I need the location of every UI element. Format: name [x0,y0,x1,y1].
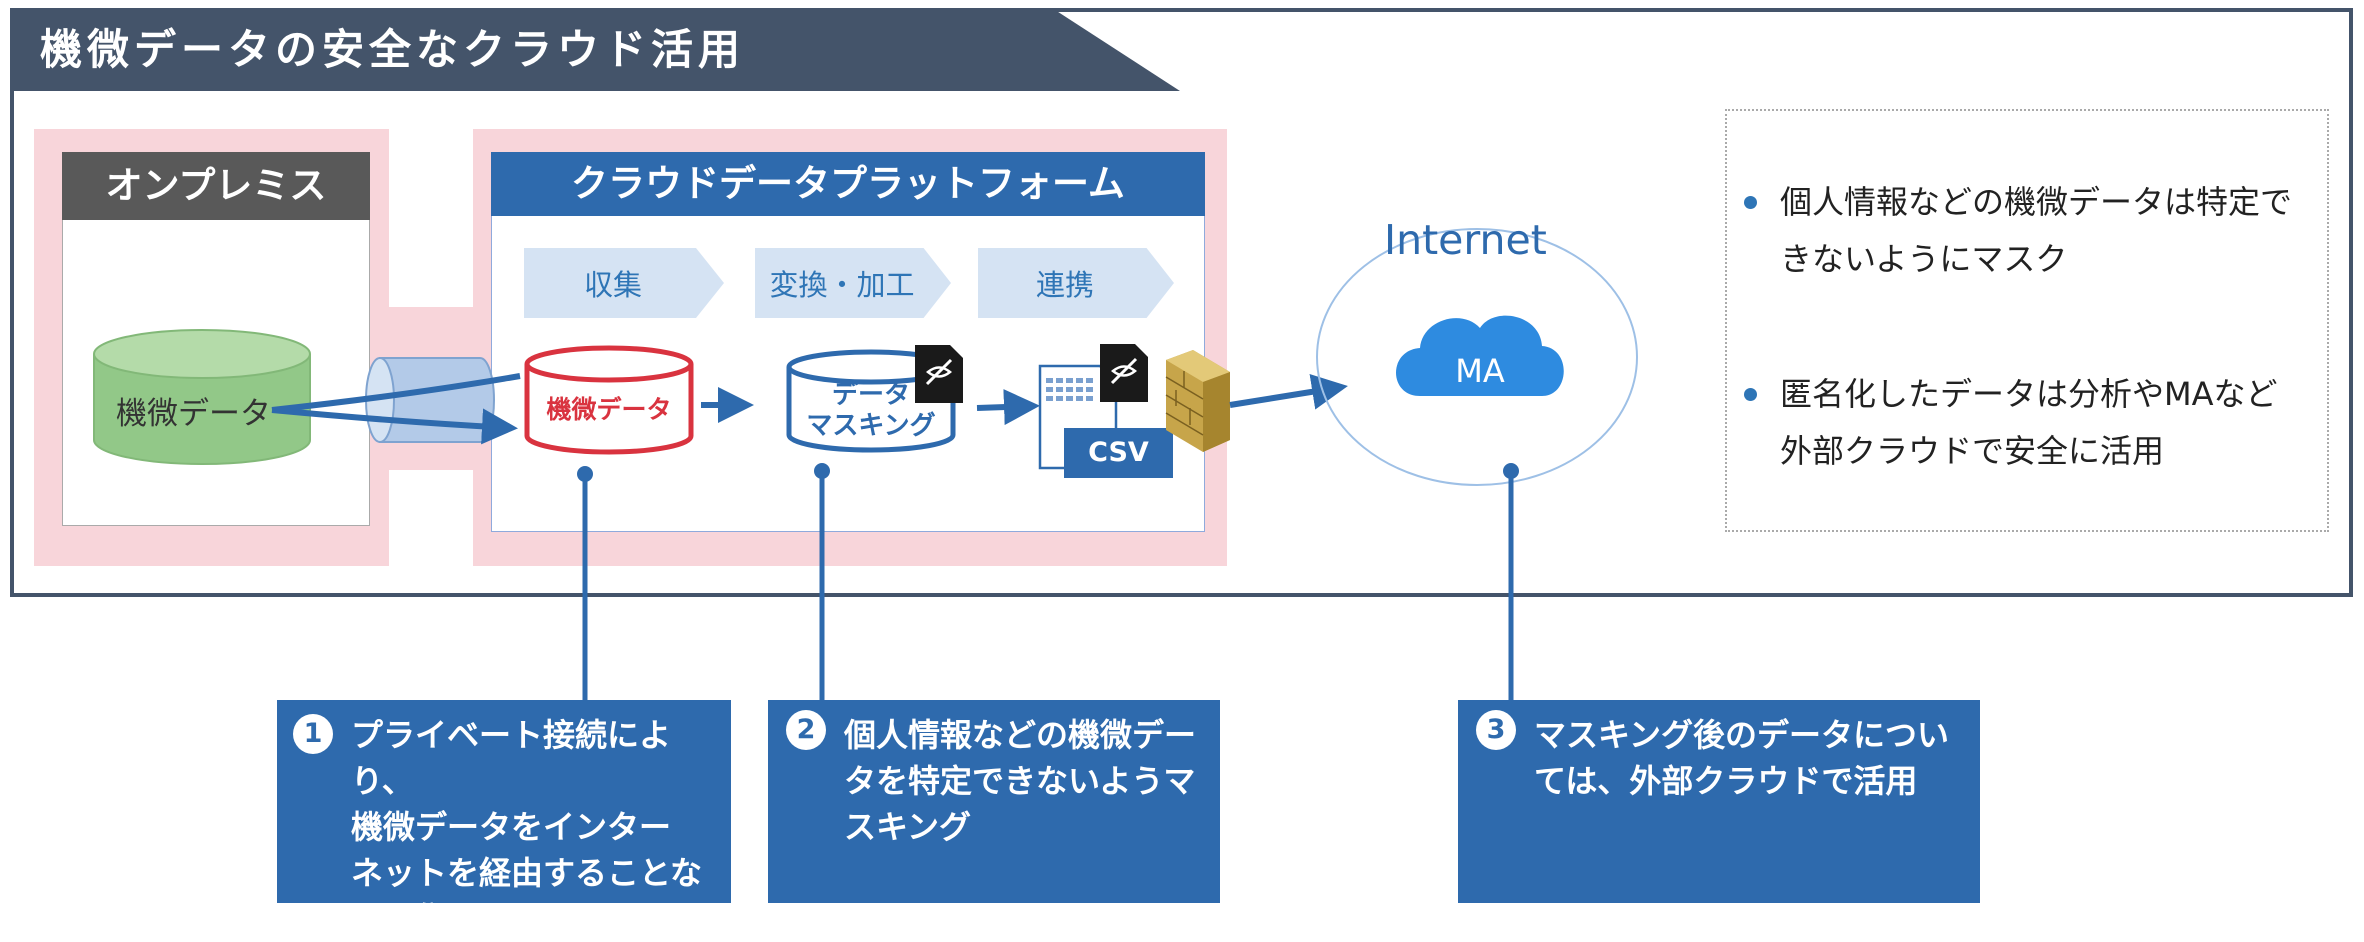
csv-badge [1064,428,1173,478]
internet-boundary [1316,228,1638,486]
firewall-icon [1165,350,1230,452]
onprem-header: オンプレミス [62,152,370,220]
bullet-dot-1 [1744,196,1757,209]
hide-csv-icon [1100,344,1148,402]
connector-dot-1 [577,466,593,482]
sensitive-db-label: 機微データ [546,395,672,424]
cloud-icon [1396,315,1564,396]
callout-3: 3 マスキング後のデータについ ては、外部クラウドで活用 [1458,700,1980,903]
step-collect: 収集 [524,248,724,318]
cloud-header: クラウドデータプラットフォーム [491,152,1205,216]
page-title: 機微データの安全なクラウド活用 [40,25,746,74]
sensitive-database-icon [524,345,694,455]
ma-label: MA [1455,352,1505,390]
note-2: 匿名化したデータは分析やMAなど 外部クラウドで安全に活用 [1780,375,2278,470]
collect-arrow-upper [271,373,521,413]
onprem-database-icon [93,329,311,465]
collect-arrow-lower [271,407,518,445]
callout-text-1: プライベート接続により、 機微データをインター ネットを経由することな く収集 [351,716,703,938]
csv-label: CSV [1088,437,1149,468]
private-tunnel-icon [365,357,495,443]
bullet-dot-2 [1744,388,1757,401]
callout-2: 2 個人情報などの機微デー タを特定できないようマ スキング [768,700,1220,903]
callout-1: 1 プライベート接続により、 機微データをインター ネットを経由することな く収… [277,700,731,938]
step-transform: 変換・加工 [755,248,951,318]
integrate-arrow [976,389,1040,426]
connector-dot-2 [814,463,830,479]
note-1: 個人情報などの機微データは特定で きないようにマスク [1780,183,2293,278]
connector-dot-3 [1503,463,1519,479]
hide-document-icon [915,345,963,403]
onprem-db-label: 機微データ [116,396,271,432]
masking-db-label: データ マスキング [806,380,936,441]
callout-text-3: マスキング後のデータについ ては、外部クラウドで活用 [1534,716,1950,800]
title-band [10,8,1180,91]
internet-label: Internet [1384,216,1547,264]
diagram-frame [10,8,2353,597]
callout-number-3: 3 [1476,710,1516,750]
masking-database-icon [786,349,956,453]
notes-box [1725,109,2329,532]
callout-text-2: 個人情報などの機微デー タを特定できないようマ スキング [844,716,1197,846]
step-integrate: 連携 [978,248,1174,318]
diagram-graphics [93,228,1638,700]
callout-number-2: 2 [786,710,826,750]
callout-number-1: 1 [293,714,333,754]
